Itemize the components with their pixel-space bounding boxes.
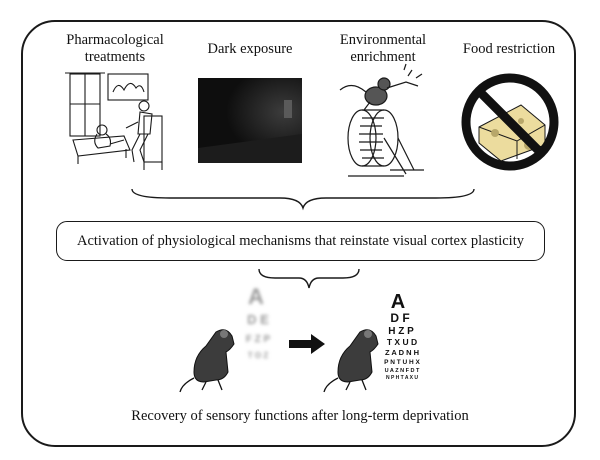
rat-after	[323, 329, 379, 393]
label-environmental-line1: Environmental	[339, 32, 427, 48]
no-cheese-icon	[461, 73, 559, 171]
mechanism-box: Activation of physiological mechanisms t…	[56, 221, 545, 261]
chart-row-8: N P H T A X U	[386, 375, 418, 381]
label-pharmacological: Pharmacological treatments	[52, 32, 178, 66]
chart-row-5: Z A D N H	[385, 348, 419, 357]
label-pharmacological-line1: Pharmacological	[66, 32, 164, 48]
blurred-chart-row-1: A	[248, 284, 264, 309]
chart-row-3: H Z P	[388, 326, 414, 337]
label-dark-exposure: Dark exposure	[190, 41, 310, 58]
psychiatrist-illustration	[65, 72, 163, 170]
label-food-restriction: Food restriction	[446, 41, 572, 58]
label-environmental-line2: enrichment	[350, 49, 416, 65]
label-environmental-enrichment: Environmental enrichment	[322, 32, 444, 66]
blurred-chart-row-4: T O Z	[248, 351, 269, 360]
label-pharmacological-line2: treatments	[84, 49, 146, 65]
blurred-chart-row-2: D E	[247, 312, 269, 327]
dark-room-illustration	[198, 78, 302, 163]
label-food-restriction-line1: Food restriction	[462, 41, 556, 57]
upper-brace	[131, 188, 475, 211]
chart-row-4: T X U D	[387, 337, 417, 347]
sharp-eye-chart: A D F H Z P T X U D Z A D N H P N T U H …	[384, 291, 420, 381]
rat-before	[179, 329, 235, 393]
chart-row-7: U A Z N F D T	[385, 368, 420, 374]
label-dark-exposure-line1: Dark exposure	[207, 41, 293, 57]
mechanism-text: Activation of physiological mechanisms t…	[77, 232, 524, 249]
rat-wheel-illustration	[339, 63, 424, 177]
blurred-eye-chart: A D E F Z P T O Z	[246, 284, 271, 360]
blurred-chart-row-3: F Z P	[246, 334, 271, 345]
chart-row-2: D F	[390, 311, 409, 325]
chart-row-6: P N T U H X	[384, 359, 420, 366]
outcome-text: Recovery of sensory functions after long…	[131, 408, 469, 424]
outer-frame	[21, 20, 576, 447]
right-arrow	[289, 334, 325, 354]
lower-brace	[258, 268, 360, 289]
chart-row-1: A	[391, 291, 405, 313]
